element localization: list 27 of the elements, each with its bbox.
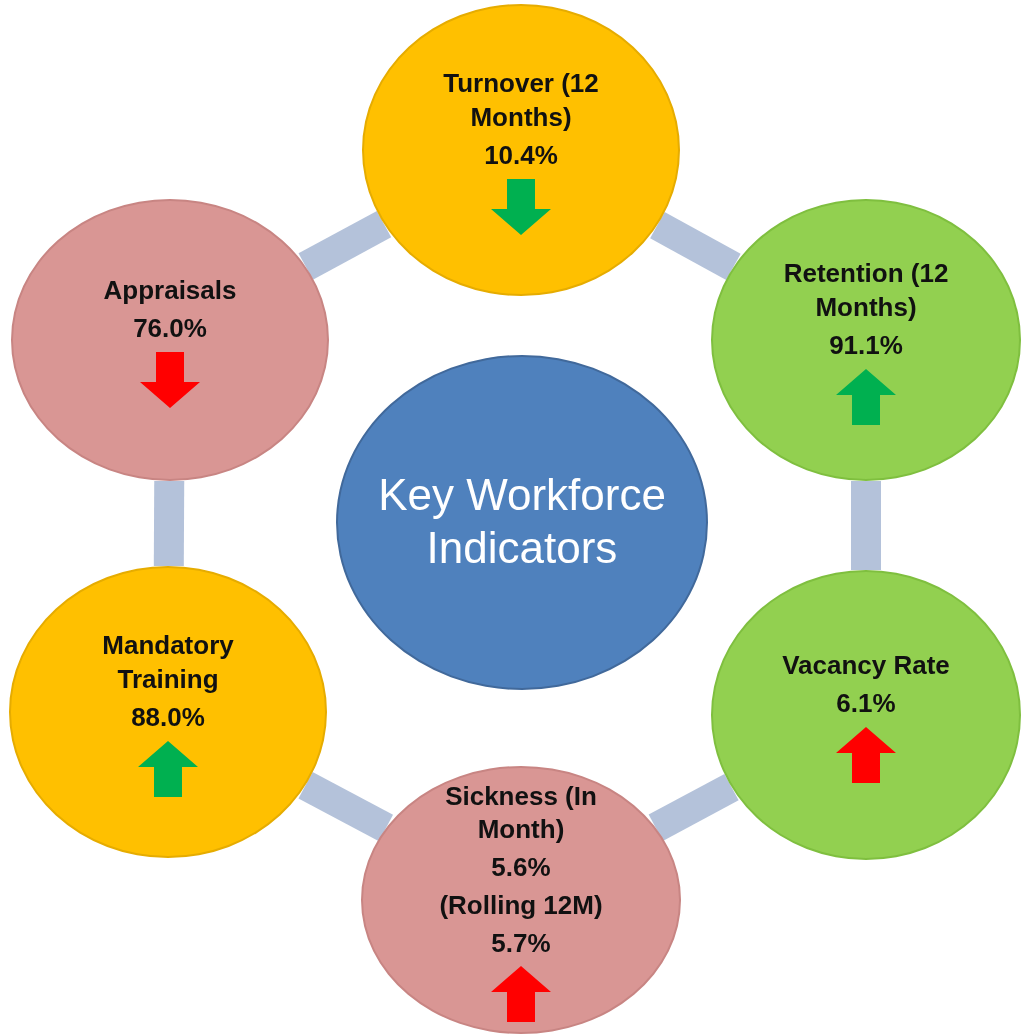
arrow-up-icon xyxy=(138,740,198,797)
arrow-down-icon xyxy=(140,351,200,408)
indicator-title: Turnover (12 Months) xyxy=(442,67,600,135)
connector-band xyxy=(648,773,739,841)
connector-band xyxy=(298,772,394,842)
indicator-text: 91.1% xyxy=(829,328,903,362)
indicator-title: Vacancy Rate xyxy=(782,649,950,683)
arrow-up-icon xyxy=(491,966,551,1023)
indicator-text: 5.7% xyxy=(491,926,551,960)
connector-band xyxy=(298,210,392,280)
indicator-title: Sickness (In Month) xyxy=(444,779,598,847)
arrow-up-icon xyxy=(836,368,896,425)
indicator-text: 10.4% xyxy=(484,138,558,172)
indicator-text: 6.1% xyxy=(836,687,896,720)
connector-band xyxy=(153,480,185,567)
indicator-title: Retention (12 Months) xyxy=(782,257,950,325)
indicator-text: (Rolling 12M) xyxy=(439,888,603,922)
connector-band xyxy=(851,481,881,570)
arrow-down-icon xyxy=(491,178,551,235)
connector-band xyxy=(650,211,741,281)
indicator-text: 76.0% xyxy=(133,312,207,345)
indicator-title: Mandatory Training xyxy=(101,629,235,697)
indicator-text: 5.6% xyxy=(491,851,551,885)
center-title: Key Workforce Indicators xyxy=(378,469,666,574)
indicator-text: 88.0% xyxy=(131,700,205,734)
indicator-title: Appraisals xyxy=(103,274,237,308)
arrow-up-icon xyxy=(836,726,896,783)
